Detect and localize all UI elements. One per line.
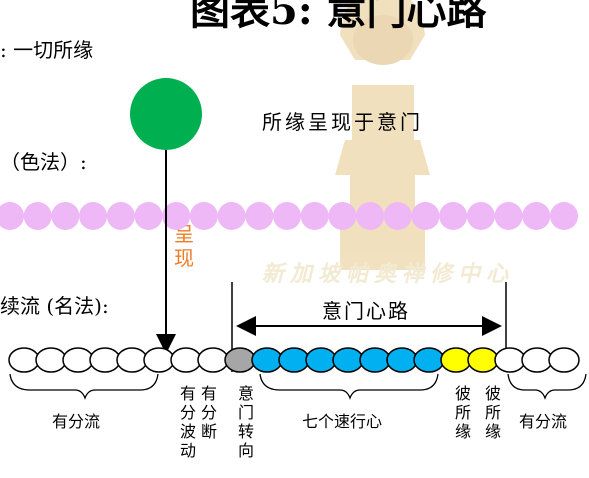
pink-dot [106,202,135,230]
pink-dot [494,202,523,230]
javana-moment [413,347,445,373]
bhavanga-moment [170,347,202,373]
label-seven-javana: 七个速行心 [302,412,383,431]
pink-dot [79,202,108,230]
bhavanga-moment [89,347,121,373]
bhavanga-moment [521,347,553,373]
pink-dot [51,202,80,230]
pink-dot [300,202,329,230]
pink-dot [134,202,163,230]
label-mental-continuum: 续流 (名法): [0,294,109,318]
label-arrest-bhavanga: 有分断 [200,384,217,441]
bhavanga-moment [143,347,175,373]
bhavanga-moment [62,347,94,373]
label-registration-2: 彼所缘 [484,384,501,441]
registration-moment [440,347,472,373]
pink-dot [23,202,52,230]
adverting-moment [224,347,256,373]
diagram-title: 图表5: 意门心路 [190,0,487,34]
label-registration-1: 彼所缘 [454,384,471,441]
pink-dot [217,202,246,230]
javana-moment [305,347,337,373]
pink-dot [550,202,578,230]
javana-moment [359,347,391,373]
pink-dot [328,202,357,230]
javana-moment [278,347,310,373]
braces [9,373,587,400]
pink-dot [356,202,385,230]
pink-dot-row [0,202,578,230]
object-circle [130,78,202,150]
label-bhavanga-flow-left: 有分流 [52,412,101,431]
bhavanga-moment [35,347,67,373]
mind-moment-row [8,347,580,373]
bhavanga-moment [548,347,580,373]
pink-dot [0,202,24,230]
label-vibrating-bhavanga: 有分波动 [179,384,196,460]
pink-dot [162,202,191,230]
label-all-objects: : 一切所缘 [0,38,94,62]
registration-moment [467,347,499,373]
pink-dot [522,202,551,230]
javana-moment [332,347,364,373]
javana-moment [386,347,418,373]
bhavanga-moment [116,347,148,373]
label-mind-door-adverting: 意门转向 [237,384,254,460]
pink-dot [383,202,412,230]
label-bhavanga-flow-right: 有分流 [519,412,568,431]
bhavanga-moment [494,347,526,373]
pink-dot [466,202,495,230]
pink-dot [245,202,274,230]
javana-moment [251,347,283,373]
watermark-text: 新加坡帕奥禅修中心 [262,261,515,287]
pink-dot [439,202,468,230]
pink-dot [411,202,440,230]
label-material-phenomena: （色法）: [0,150,87,174]
pink-dot [273,202,301,230]
bhavanga-moment [8,347,40,373]
label-object-appears: 所缘呈现于意门 [262,110,423,134]
bhavanga-moment [197,347,229,373]
pink-dot [189,202,218,230]
